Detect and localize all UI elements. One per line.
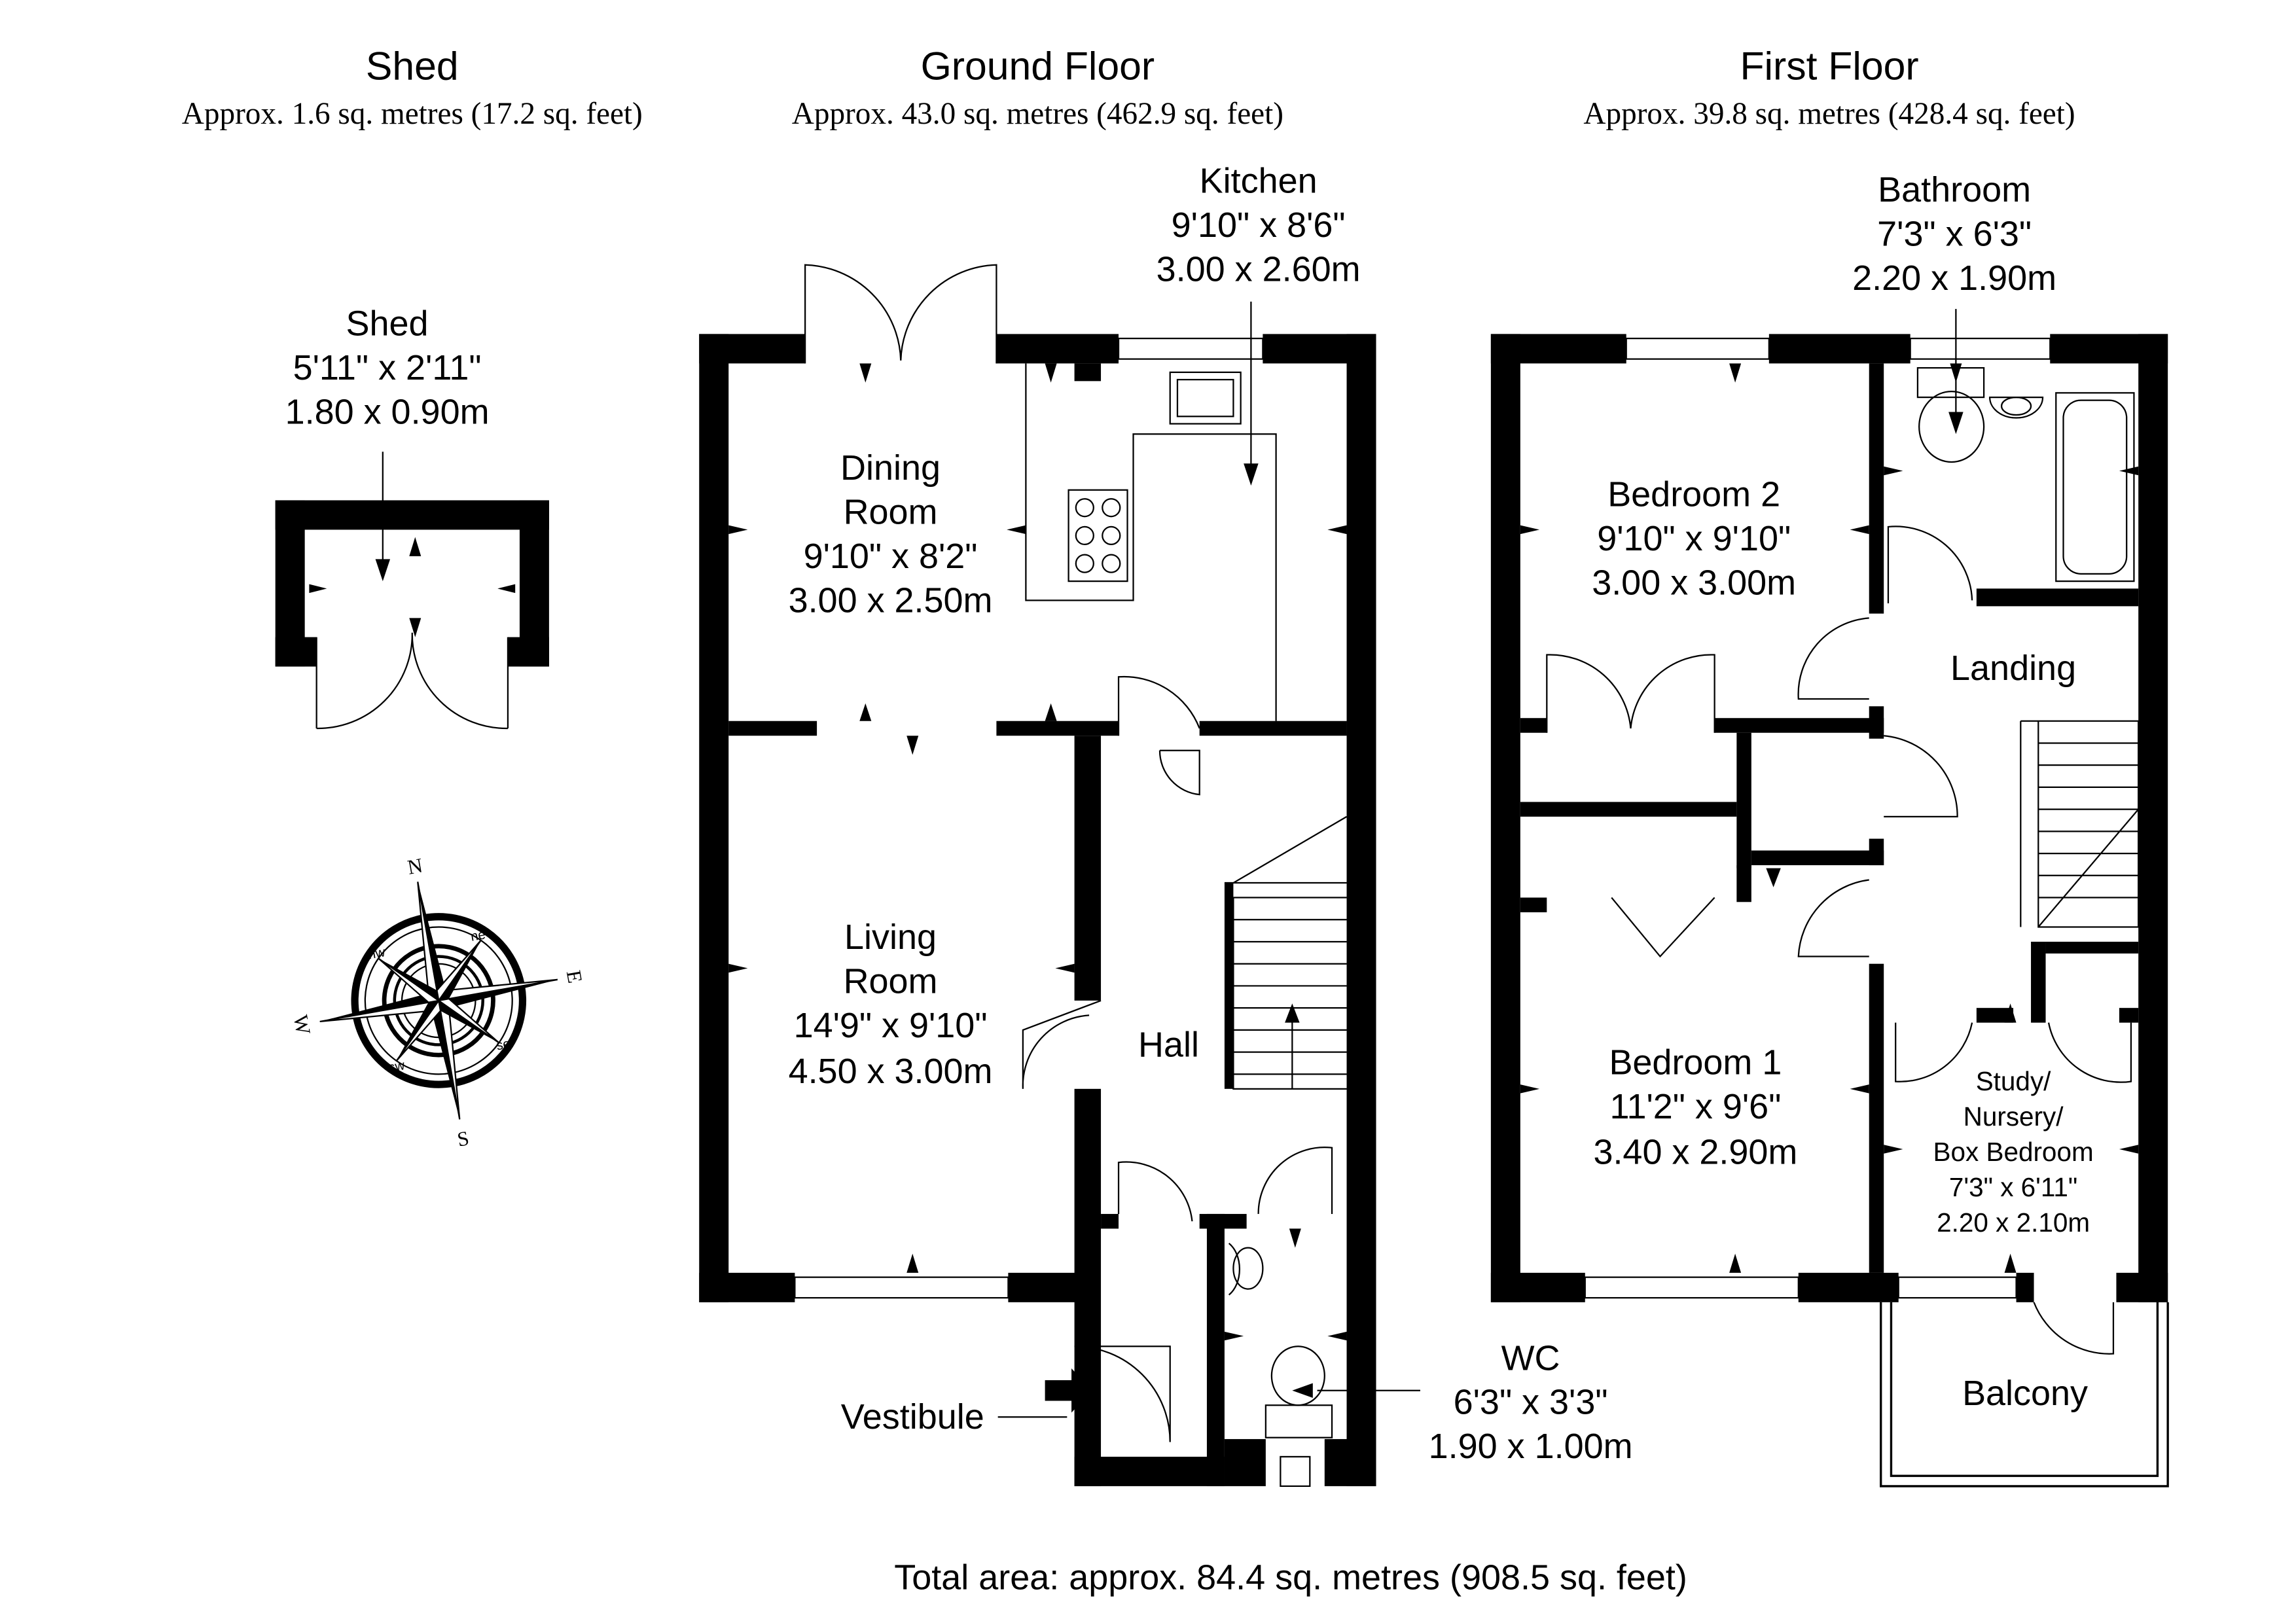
shed-header: Shed Approx. 1.6 sq. metres (17.2 sq. fe… [182,43,643,130]
wc-imperial: 6'3" x 3'3" [1454,1383,1608,1422]
compass-nw: nw [367,945,387,962]
ground-floor-title: Ground Floor [921,43,1155,88]
compass-rose-icon: N E S W ne nw se sw [289,854,587,1151]
ground-floor-area: Approx. 43.0 sq. metres (462.9 sq. feet) [792,97,1283,131]
shed-imperial: 5'11" x 2'11" [293,348,482,387]
study-label-1: Study/ [1976,1066,2051,1096]
bathroom-label: Bathroom [1878,170,2031,209]
study-metric: 2.20 x 2.10m [1937,1207,2090,1238]
bedroom-2-label: Bedroom 2 [1607,474,1780,514]
first-floor-area: Approx. 39.8 sq. metres (428.4 sq. feet) [1583,97,2075,131]
shed-title: Shed [366,43,459,88]
study-label-3: Box Bedroom [1933,1137,2093,1167]
first-floor-header: First Floor Approx. 39.8 sq. metres (428… [1583,43,2075,130]
kitchen-label: Kitchen [1200,162,1318,201]
study-imperial: 7'3" x 6'11" [1949,1172,2077,1202]
dining-room-label-2: Room [844,492,938,531]
living-room-label-1: Living [844,918,937,957]
kitchen-imperial: 9'10" x 8'6" [1172,205,1346,245]
bathroom-imperial: 7'3" x 6'3" [1877,214,2032,253]
compass-sw: sw [387,1058,406,1075]
shed-plan: Shed 5'11" x 2'11" 1.80 x 0.90m [275,304,549,730]
dining-room-label-1: Dining [840,448,941,488]
shed-area: Approx. 1.6 sq. metres (17.2 sq. feet) [182,97,643,131]
shed-label: Shed [346,304,429,344]
compass-se: se [495,1037,512,1053]
first-floor-plan: Bathroom 7'3" x 6'3" 2.20 x 1.90m Bedroo… [1490,170,2169,1488]
hall-label: Hall [1138,1025,1199,1064]
ground-floor-header: Ground Floor Approx. 43.0 sq. metres (46… [792,43,1283,130]
dining-room-metric: 3.00 x 2.50m [789,580,993,620]
bedroom-1-imperial: 11'2" x 9'6" [1609,1087,1781,1126]
bathroom-metric: 2.20 x 1.90m [1852,259,2056,298]
compass-n: N [406,854,424,879]
living-room-metric: 4.50 x 3.00m [789,1052,993,1091]
living-room-label-2: Room [844,962,938,1001]
dining-room-imperial: 9'10" x 8'2" [804,537,978,576]
study-label-2: Nursery/ [1964,1101,2064,1132]
ground-floor-plan: Kitchen 9'10" x 8'6" 3.00 x 2.60m Dining… [699,162,1633,1488]
first-floor-title: First Floor [1740,43,1918,88]
bedroom-1-label: Bedroom 1 [1609,1043,1782,1082]
vestibule-label: Vestibule [841,1397,984,1436]
total-area: Total area: approx. 84.4 sq. metres (908… [894,1558,1687,1597]
compass-w: W [289,1013,315,1037]
compass-s: S [456,1126,471,1151]
landing-label: Landing [1950,649,2076,688]
compass-e: E [562,969,587,985]
compass-ne: ne [469,927,486,944]
wc-label: WC [1501,1338,1560,1378]
balcony-label: Balcony [1962,1374,2088,1413]
kitchen-metric: 3.00 x 2.60m [1157,249,1361,289]
wc-metric: 1.90 x 1.00m [1429,1427,1633,1466]
living-room-imperial: 14'9" x 9'10" [794,1006,988,1045]
shed-metric: 1.80 x 0.90m [285,393,490,432]
bedroom-2-imperial: 9'10" x 9'10" [1597,519,1791,558]
bedroom-2-metric: 3.00 x 3.00m [1592,563,1796,602]
bedroom-1-metric: 3.40 x 2.90m [1593,1132,1797,1171]
